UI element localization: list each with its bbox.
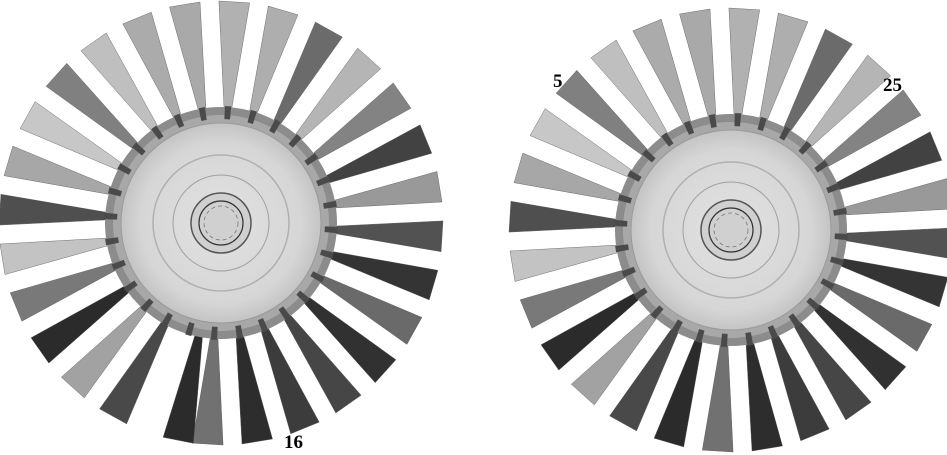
hub-ring-outer xyxy=(682,181,780,279)
blade-root xyxy=(617,194,632,204)
hub-ring-outer xyxy=(172,174,270,272)
blade-root xyxy=(140,298,154,312)
blade xyxy=(842,227,947,259)
blade-root xyxy=(173,113,185,128)
blade-root xyxy=(210,326,218,340)
blade-root xyxy=(247,109,257,124)
blade-root xyxy=(288,134,302,148)
blade-label-16: 16 xyxy=(284,432,303,453)
blade-label-5: 5 xyxy=(553,71,563,92)
blade xyxy=(332,220,444,252)
blade-root xyxy=(734,113,742,127)
blade-root xyxy=(627,170,642,182)
blade-root xyxy=(105,237,119,246)
blade-root xyxy=(304,153,319,166)
blade-root xyxy=(661,132,674,147)
blade-root xyxy=(269,119,281,134)
hub-bore xyxy=(700,199,762,261)
blade-root xyxy=(833,207,847,216)
blade-root xyxy=(779,126,791,141)
hub-dashed-ring xyxy=(713,212,749,248)
blade-root xyxy=(642,149,656,163)
hub-bore-inner xyxy=(708,207,754,253)
blade-root xyxy=(633,287,648,300)
blade-root xyxy=(767,325,779,340)
hub-dashed-ring xyxy=(203,205,239,241)
blade-root xyxy=(185,322,195,337)
blade-label-25: 25 xyxy=(883,75,902,96)
blade-root xyxy=(621,266,636,278)
blade-root xyxy=(683,120,695,135)
blade-root xyxy=(798,141,812,155)
blade-root xyxy=(614,219,628,227)
blade-root xyxy=(296,290,310,304)
blade-root xyxy=(695,329,705,344)
blade-root xyxy=(257,318,269,333)
blade-root xyxy=(310,271,325,283)
blade xyxy=(0,194,110,226)
blade-root xyxy=(198,107,207,121)
blade-root xyxy=(111,259,126,271)
blade-root xyxy=(806,297,820,311)
blade-root xyxy=(615,244,629,253)
blade-root xyxy=(117,163,132,175)
blade xyxy=(728,7,760,119)
blade-root xyxy=(671,319,683,334)
hub-bore xyxy=(190,192,252,254)
blade-root xyxy=(757,116,767,131)
blade-root xyxy=(323,200,337,209)
blade-root xyxy=(104,212,118,220)
blade-root xyxy=(650,305,664,319)
blade-root xyxy=(320,249,335,259)
blade-root xyxy=(720,333,728,347)
blade-root xyxy=(151,125,164,140)
blade-root xyxy=(788,313,801,328)
blade-root xyxy=(745,332,754,346)
blade-root xyxy=(107,187,122,197)
blade-root xyxy=(826,182,841,194)
blade xyxy=(218,0,250,112)
blade-root xyxy=(224,106,232,120)
left-bladed-disk xyxy=(0,0,444,446)
blade-root xyxy=(123,280,138,293)
right-bladed-disk xyxy=(508,7,947,453)
disk-ring xyxy=(662,161,800,299)
blade xyxy=(702,341,734,453)
blade-root xyxy=(324,226,338,234)
disk-ring xyxy=(152,154,290,292)
blade-root xyxy=(820,278,835,290)
hub-bore-inner xyxy=(198,200,244,246)
blade-root xyxy=(278,306,291,321)
blade-root xyxy=(235,325,244,339)
blade-root xyxy=(830,256,845,266)
blade-root xyxy=(161,312,173,327)
blade-root xyxy=(814,160,829,173)
blade-root xyxy=(708,114,717,128)
blade-root xyxy=(132,142,146,156)
blade-root xyxy=(834,233,848,241)
blade-root xyxy=(316,175,331,187)
blade xyxy=(508,201,620,233)
